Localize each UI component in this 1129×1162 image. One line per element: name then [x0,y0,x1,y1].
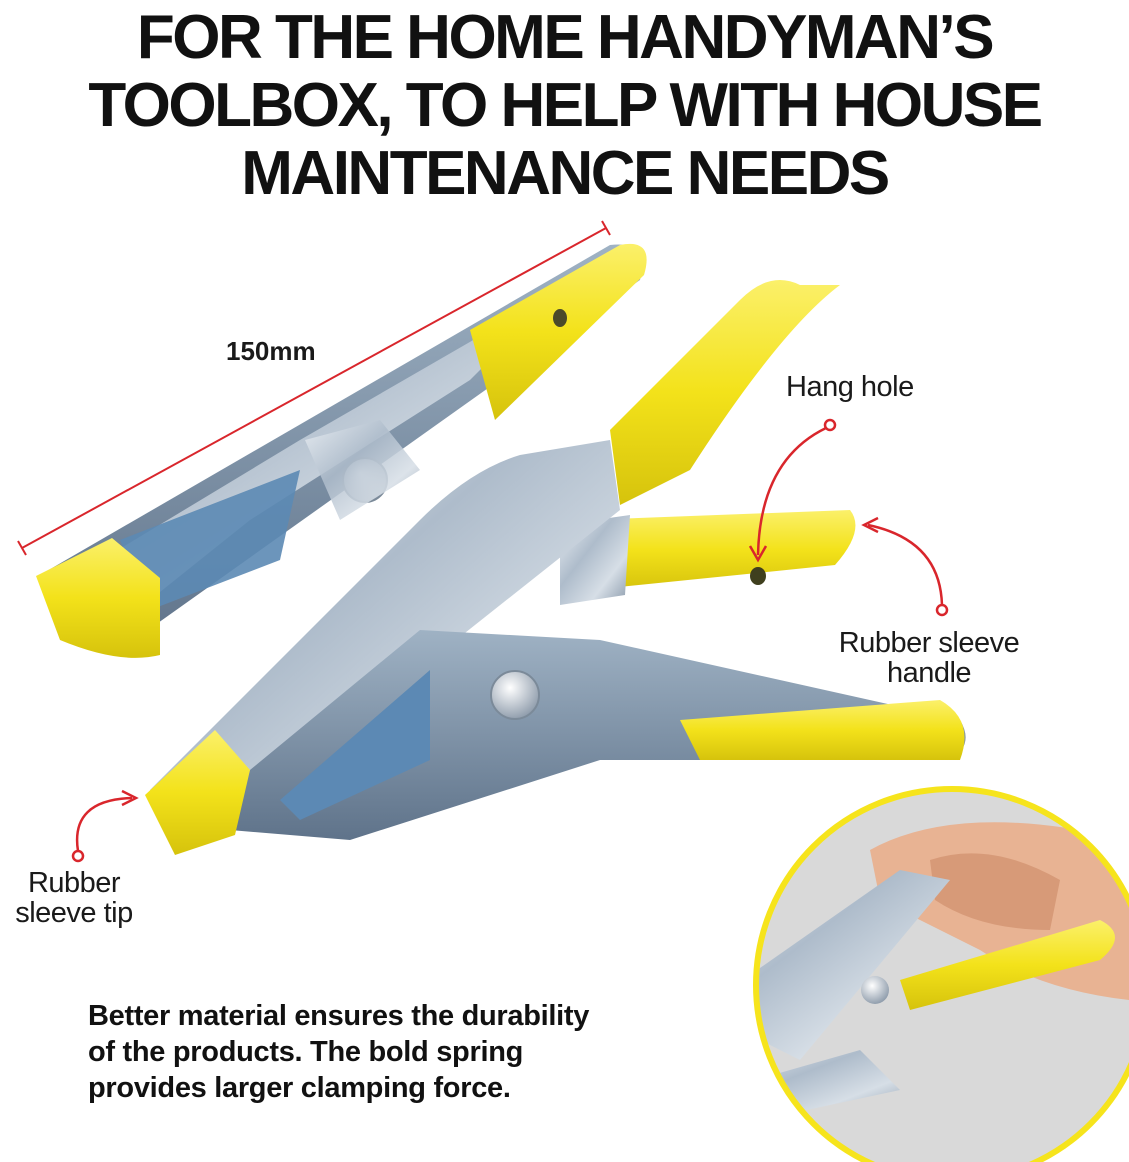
headline: FOR THE HOME HANDYMAN’S TOOLBOX, TO HELP… [0,4,1129,208]
dimension-label: 150mm [226,336,316,366]
tip-label-line: sleeve tip [15,897,133,929]
hang-hole-label: Hang hole [786,371,914,403]
usage-inset [753,786,1129,1162]
dimension-line [17,220,611,556]
front-clamp [145,280,966,855]
headline-line: TOOLBOX, TO HELP WITH HOUSE [88,71,1043,140]
handle-label-line: Rubber sleeve [838,627,1020,659]
handle-callout-arrow [861,516,949,617]
tip-label-line: Rubber [27,867,121,899]
back-clamp [36,243,647,658]
description-line: of the products. The bold spring [88,1036,524,1068]
description-line: provides larger clamping force. [88,1072,511,1104]
tip-label: Rubber sleeve tip [4,868,144,928]
headline-line: MAINTENANCE NEEDS [241,139,890,208]
product-description: Better material ensures the durability o… [88,998,688,1106]
hang-hole-callout-arrow [748,418,837,563]
description-line: Better material ensures the durability [88,1000,590,1032]
tip-callout-arrow [71,789,139,863]
handle-label: Rubber sleeve handle [824,628,1034,688]
handle-label-line: handle [886,657,972,689]
headline-line: FOR THE HOME HANDYMAN’S [136,3,995,72]
